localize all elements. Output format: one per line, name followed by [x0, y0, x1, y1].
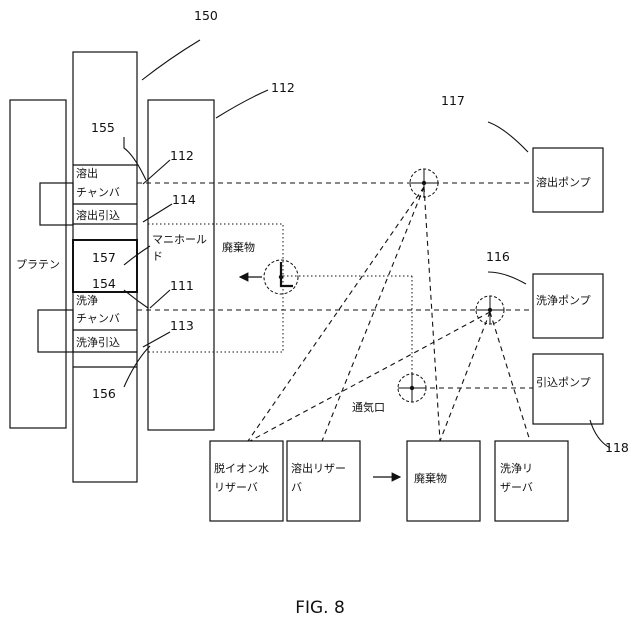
- ref-116: 116: [486, 249, 510, 264]
- di-reservoir-label-2: リザーバ: [214, 481, 258, 494]
- ref-150: 150: [194, 8, 218, 23]
- valve-wash: [476, 296, 504, 324]
- elution-reservoir-label-1: 溶出リザー: [291, 461, 346, 475]
- elution-draw-label: 溶出引込: [76, 208, 120, 222]
- ref-118: 118: [605, 440, 629, 455]
- ref-113: 113: [170, 318, 194, 333]
- elution-chamber-label-2: チャンバ: [76, 186, 120, 199]
- platen-label: プラテン: [16, 258, 60, 271]
- waste-bottom-label: 廃棄物: [414, 471, 447, 485]
- elution-pump-label: 溶出ポンプ: [536, 175, 591, 189]
- wash-pump-label: 洗浄ポンプ: [536, 293, 591, 307]
- wash-reservoir-label-1: 洗浄リ: [500, 461, 533, 475]
- figure-caption: FIG. 8: [295, 598, 345, 618]
- column-150: [73, 52, 137, 482]
- valve-elution: [410, 169, 438, 197]
- ref-154: 154: [92, 276, 116, 291]
- ref-156: 156: [92, 386, 116, 401]
- manifold-label-1: マニホール: [152, 233, 207, 246]
- ref-157: 157: [92, 250, 116, 265]
- draw-pump-label: 引込ポンプ: [536, 375, 591, 389]
- valve-manifold: [264, 260, 298, 294]
- draw-pump-box: [533, 354, 603, 424]
- wash-chamber-label-2: チャンバ: [76, 312, 120, 325]
- manifold-label-2: ド: [152, 250, 163, 263]
- di-reservoir-label-1: 脱イオン水: [214, 461, 269, 475]
- waste-top-label: 廃棄物: [222, 240, 255, 254]
- wash-draw-label: 洗浄引込: [76, 335, 120, 349]
- ref-114: 114: [172, 192, 196, 207]
- elution-reservoir-label-2: バ: [291, 481, 302, 494]
- valve-vent: [398, 374, 426, 402]
- platen-link-elution: [40, 183, 73, 225]
- ref-111: 111: [170, 278, 194, 293]
- ref-155: 155: [91, 120, 115, 135]
- ref-112-inner: 112: [170, 148, 194, 163]
- wash-reservoir-label-2: ザーバ: [500, 481, 533, 494]
- ref-112-top: 112: [271, 80, 295, 95]
- elution-chamber-label-1: 溶出: [76, 166, 98, 180]
- vent-label: 通気口: [352, 400, 385, 414]
- wash-chamber-label-1: 洗浄: [76, 293, 98, 307]
- ref-117: 117: [441, 93, 465, 108]
- platen-link-wash: [38, 310, 73, 352]
